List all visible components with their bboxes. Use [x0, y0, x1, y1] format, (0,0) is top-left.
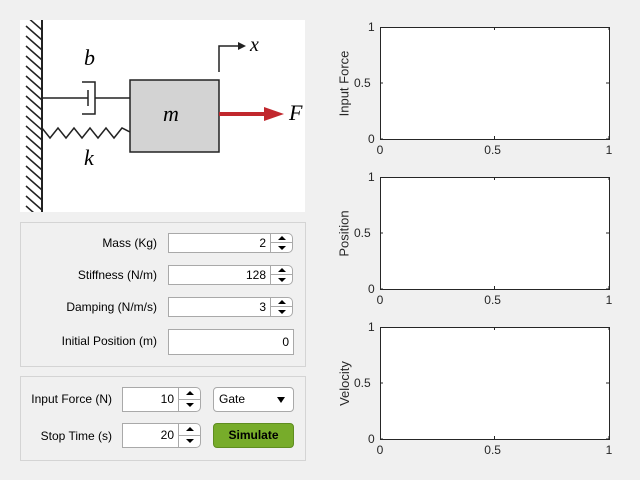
- displacement-label: x: [249, 34, 259, 56]
- chart-axes-position: [380, 177, 610, 290]
- arrow-up-icon: [277, 300, 286, 304]
- x-tick-label: 1: [605, 293, 613, 307]
- diagram-svg: b k m F x: [25, 15, 303, 231]
- arrow-down-icon: [277, 245, 286, 250]
- input-force-decrement-button[interactable]: [179, 400, 200, 412]
- input-force-label: Input Force (N): [31, 392, 112, 406]
- spring-icon: [41, 126, 131, 140]
- stiffness-input[interactable]: 128: [168, 265, 271, 285]
- chart-ticks: [380, 327, 610, 440]
- mass-decrement-button[interactable]: [271, 243, 292, 252]
- y-tick-label: 1: [368, 170, 375, 184]
- stiffness-label: Stiffness (N/m): [77, 268, 157, 282]
- y-tick-label: 1: [368, 20, 375, 34]
- x-tick-label: 0.5: [484, 293, 501, 307]
- arrow-up-icon: [185, 427, 194, 432]
- mass-label: Mass (Kg): [102, 236, 157, 250]
- stop-time-label: Stop Time (s): [40, 429, 112, 443]
- initial-position-input[interactable]: 0: [168, 329, 294, 355]
- input-force-input[interactable]: 10: [122, 387, 179, 412]
- displacement-arrow-icon: [218, 45, 240, 72]
- dropdown-arrow-icon: [277, 397, 285, 403]
- input-force-spinner[interactable]: [179, 387, 201, 412]
- mass-spinner[interactable]: [271, 233, 293, 253]
- arrow-down-icon: [185, 403, 194, 408]
- chart-axes-velocity: [380, 327, 610, 440]
- y-tick-label: 1: [368, 320, 375, 334]
- force-label: F: [288, 100, 303, 125]
- input-force-increment-button[interactable]: [179, 388, 200, 400]
- x-tick-label: 0: [376, 443, 384, 457]
- mass-block: [129, 79, 220, 153]
- chart-ticks: [380, 27, 610, 140]
- damping-spinner[interactable]: [271, 297, 293, 317]
- arrow-up-icon: [185, 391, 194, 396]
- stiffness-increment-button[interactable]: [271, 266, 292, 275]
- y-axis-label: Velocity: [336, 360, 352, 406]
- x-tick-label: 1: [605, 443, 613, 457]
- arrow-down-icon: [185, 439, 194, 444]
- damping-decrement-button[interactable]: [271, 307, 292, 316]
- mass-spring-damper-diagram: b k m F x: [20, 15, 305, 231]
- damping-increment-button[interactable]: [271, 298, 292, 307]
- arrow-down-icon: [277, 277, 286, 282]
- mass-input[interactable]: 2: [168, 233, 271, 253]
- damping-label: Damping (N/m/s): [66, 300, 157, 314]
- stop-time-increment-button[interactable]: [179, 424, 200, 436]
- stop-time-spinner[interactable]: [179, 423, 201, 448]
- damper-icon: [42, 81, 130, 115]
- spring-label: k: [84, 145, 95, 170]
- damping-input[interactable]: 3: [168, 297, 271, 317]
- y-tick-label: 0.5: [354, 226, 371, 240]
- simulate-button[interactable]: Simulate: [213, 423, 294, 448]
- x-tick-label: 0: [376, 293, 384, 307]
- damper-label: b: [84, 45, 95, 70]
- y-axis-label: Input Force: [336, 50, 352, 116]
- stiffness-decrement-button[interactable]: [271, 275, 292, 284]
- x-tick-label: 1: [605, 143, 613, 157]
- y-tick-label: 0.5: [354, 376, 371, 390]
- chart-axes-input-force: [380, 27, 610, 140]
- y-tick-label: 0.5: [354, 76, 371, 90]
- arrow-up-icon: [277, 236, 286, 240]
- wall-hatch: [25, 15, 43, 231]
- y-tick-label: 0: [368, 132, 375, 146]
- y-axis-label: Position: [336, 209, 352, 257]
- signal-type-dropdown[interactable]: Gate: [213, 387, 294, 412]
- initial-position-label: Initial Position (m): [61, 334, 157, 348]
- stiffness-spinner[interactable]: [271, 265, 293, 285]
- signal-type-selected: Gate: [219, 392, 246, 406]
- mass-label: m: [163, 101, 179, 126]
- stop-time-decrement-button[interactable]: [179, 436, 200, 448]
- x-tick-label: 0.5: [484, 443, 501, 457]
- chart-ticks: [380, 177, 610, 290]
- mass-increment-button[interactable]: [271, 234, 292, 243]
- arrow-up-icon: [277, 268, 286, 272]
- y-tick-label: 0: [368, 432, 375, 446]
- force-arrowhead-icon: [264, 107, 284, 121]
- y-tick-label: 0: [368, 282, 375, 296]
- x-tick-label: 0.5: [484, 143, 501, 157]
- stop-time-input[interactable]: 20: [122, 423, 179, 448]
- x-tick-label: 0: [376, 143, 384, 157]
- arrow-down-icon: [277, 309, 286, 314]
